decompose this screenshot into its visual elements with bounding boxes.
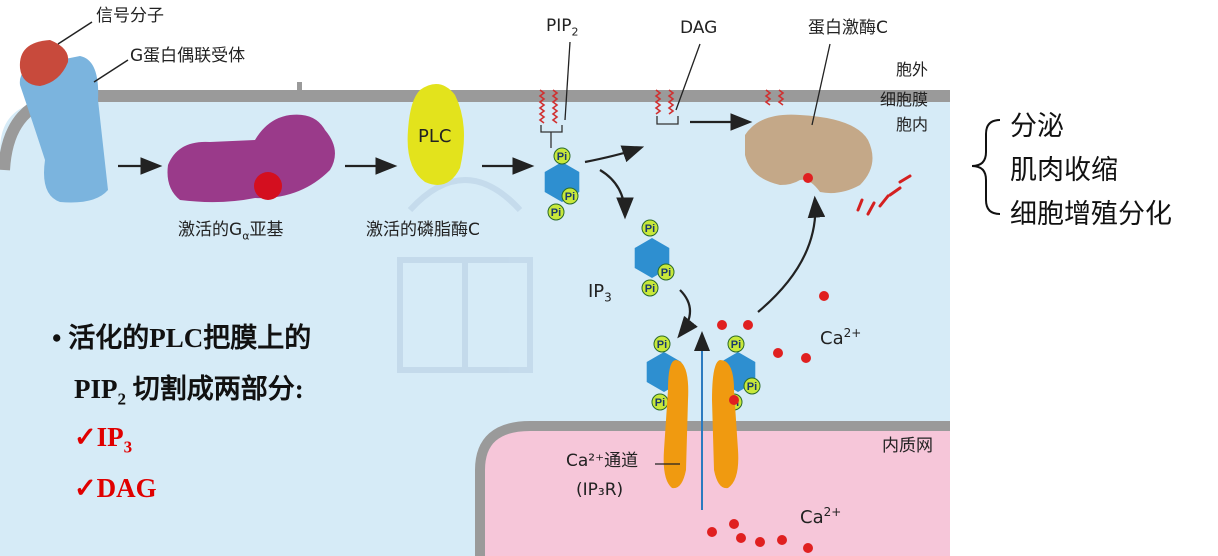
gpcr-label-line xyxy=(93,59,129,83)
lipid-tails xyxy=(538,89,785,124)
phosphate-label: Pi xyxy=(747,381,757,393)
calcium-ion xyxy=(729,519,739,529)
phosphate-group xyxy=(727,335,745,353)
pathway-arrows xyxy=(118,113,826,339)
pkc-label: 蛋白激酶C xyxy=(808,18,888,38)
endoplasmic-reticulum xyxy=(480,430,950,556)
pkc-activity-dashes xyxy=(856,174,912,216)
gpcr-receptor xyxy=(19,56,108,203)
outside-label: 胞外 xyxy=(896,60,929,79)
phosphate-group xyxy=(553,147,571,165)
calcium-ion xyxy=(801,353,811,363)
calcium-ion xyxy=(819,291,829,301)
plc-enzyme xyxy=(407,84,464,185)
pkc-enzyme xyxy=(745,114,873,194)
calcium-ion xyxy=(743,320,753,330)
phosphate-label: Pi xyxy=(661,267,671,279)
pkc-calcium xyxy=(803,173,813,183)
membrane-stub xyxy=(297,82,302,98)
phosphate-label: Pi xyxy=(645,223,655,235)
ip3r-channel-right xyxy=(712,360,739,489)
dag-label-line xyxy=(675,43,701,111)
er-calcium-label: Ca2+ xyxy=(800,505,842,528)
signal-label-line xyxy=(57,21,93,45)
lipid-heads xyxy=(540,116,679,148)
bullet-line-2: PIP2 切割成两部分: xyxy=(74,374,304,409)
phosphate-label: Pi xyxy=(731,339,741,351)
phosphate-label: Pi xyxy=(645,283,655,295)
bullet-item-dag: ✓DAG xyxy=(74,473,157,503)
calcium-ion xyxy=(736,533,746,543)
phosphate-label: Pi xyxy=(557,151,567,163)
calcium-ion xyxy=(729,395,739,405)
phosphate-group xyxy=(743,377,761,395)
dag-label: DAG xyxy=(680,18,718,38)
ip3-label: IP3 xyxy=(588,281,612,305)
gpcr-label: G蛋白偶联受体 xyxy=(130,46,246,66)
signal-molecule xyxy=(19,40,69,86)
ip3r-channel-left xyxy=(663,360,689,489)
er-membrane xyxy=(475,421,950,556)
bullet-line-1: • 活化的PLC把膜上的 xyxy=(52,323,312,353)
effect-secretion: 分泌 xyxy=(1010,111,1064,142)
calcium-ion xyxy=(777,535,787,545)
channel-label: Ca²⁺通道 xyxy=(566,451,639,471)
ip3-molecules: PiPiPiPiPiPiPiPiPiPiPiPi xyxy=(544,147,761,411)
calcium-ion xyxy=(717,320,727,330)
calcium-ion xyxy=(803,543,813,553)
pkc-label-line xyxy=(811,43,831,126)
pip2-label-line xyxy=(564,41,571,121)
phosphate-group xyxy=(653,335,671,353)
effect-proliferation: 细胞增殖分化 xyxy=(1010,199,1172,230)
phosphate-label: Pi xyxy=(655,397,665,409)
phosphate-group xyxy=(641,219,659,237)
calcium-ion xyxy=(773,348,783,358)
phosphate-group xyxy=(561,187,579,205)
g-alpha-subunit xyxy=(167,114,335,203)
watermark-seal xyxy=(397,177,533,373)
channel-receptor-label: (IP₃R) xyxy=(576,480,624,500)
phosphate-label: Pi xyxy=(551,207,561,219)
phosphate-group xyxy=(657,263,675,281)
phosphate-label: Pi xyxy=(565,191,575,203)
bullet-item-ip3: ✓IP3 xyxy=(74,422,133,457)
er-label: 内质网 xyxy=(882,436,933,456)
effect-muscle-contraction: 肌肉收缩 xyxy=(1010,155,1118,186)
g-alpha-gtp xyxy=(254,172,282,200)
membrane-label: 细胞膜 xyxy=(880,90,929,109)
pip2-label: PIP2 xyxy=(546,16,579,39)
phosphate-group xyxy=(641,279,659,297)
phosphate-group xyxy=(547,203,565,221)
cytosol-calcium-label: Ca2+ xyxy=(820,326,862,349)
signal-molecule-label: 信号分子 xyxy=(96,6,164,26)
calcium-ions xyxy=(707,291,829,553)
effects-brace xyxy=(971,119,1001,215)
activated-plc-label: 激活的磷脂酶C xyxy=(366,220,480,240)
activated-g-alpha-label: 激活的Gα亚基 xyxy=(178,220,284,243)
calcium-ion xyxy=(707,527,717,537)
inside-label: 胞内 xyxy=(896,115,929,134)
plc-protein-label: PLC xyxy=(418,126,452,147)
phosphate-label: Pi xyxy=(657,339,667,351)
calcium-ion xyxy=(755,537,765,547)
